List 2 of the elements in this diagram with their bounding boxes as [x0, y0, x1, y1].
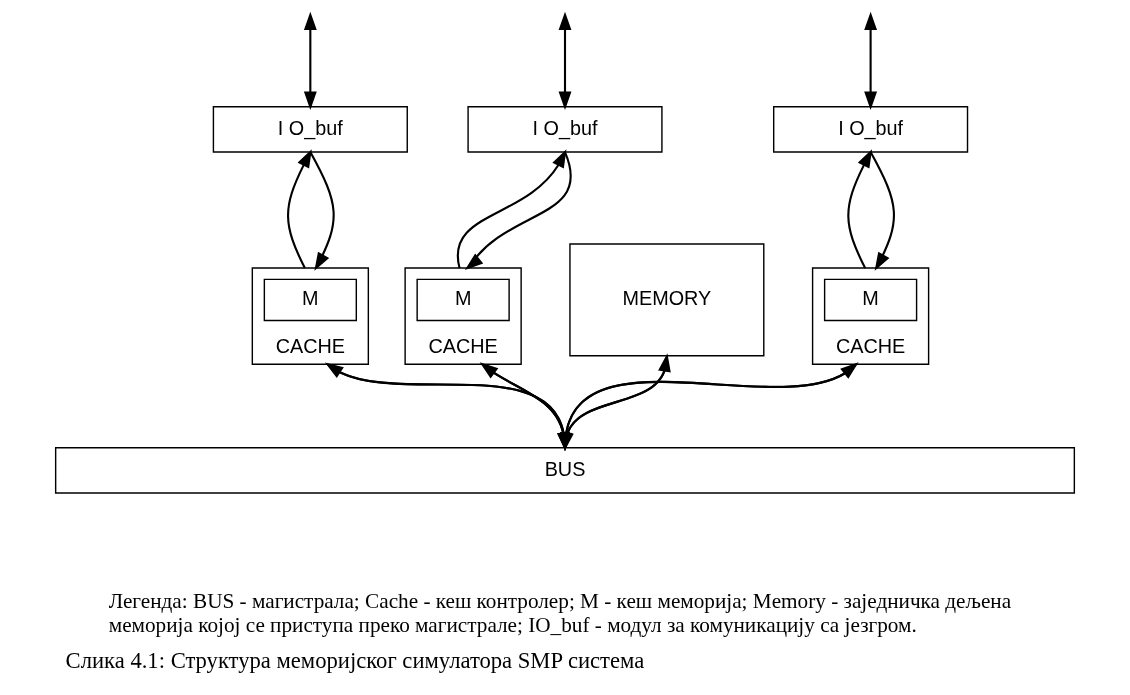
caption: Слика 4.1: Структура меморијског симулатора SMP система — [65, 648, 645, 674]
label: Легенда: BUS - магистрала; Cache - кеш контролер; M - кеш меморија; Memory - заједничка дељена меморија којој се приступа преко магистрале; IO_buf - модул за комуникацију са језгром. — [108, 588, 1012, 637]
